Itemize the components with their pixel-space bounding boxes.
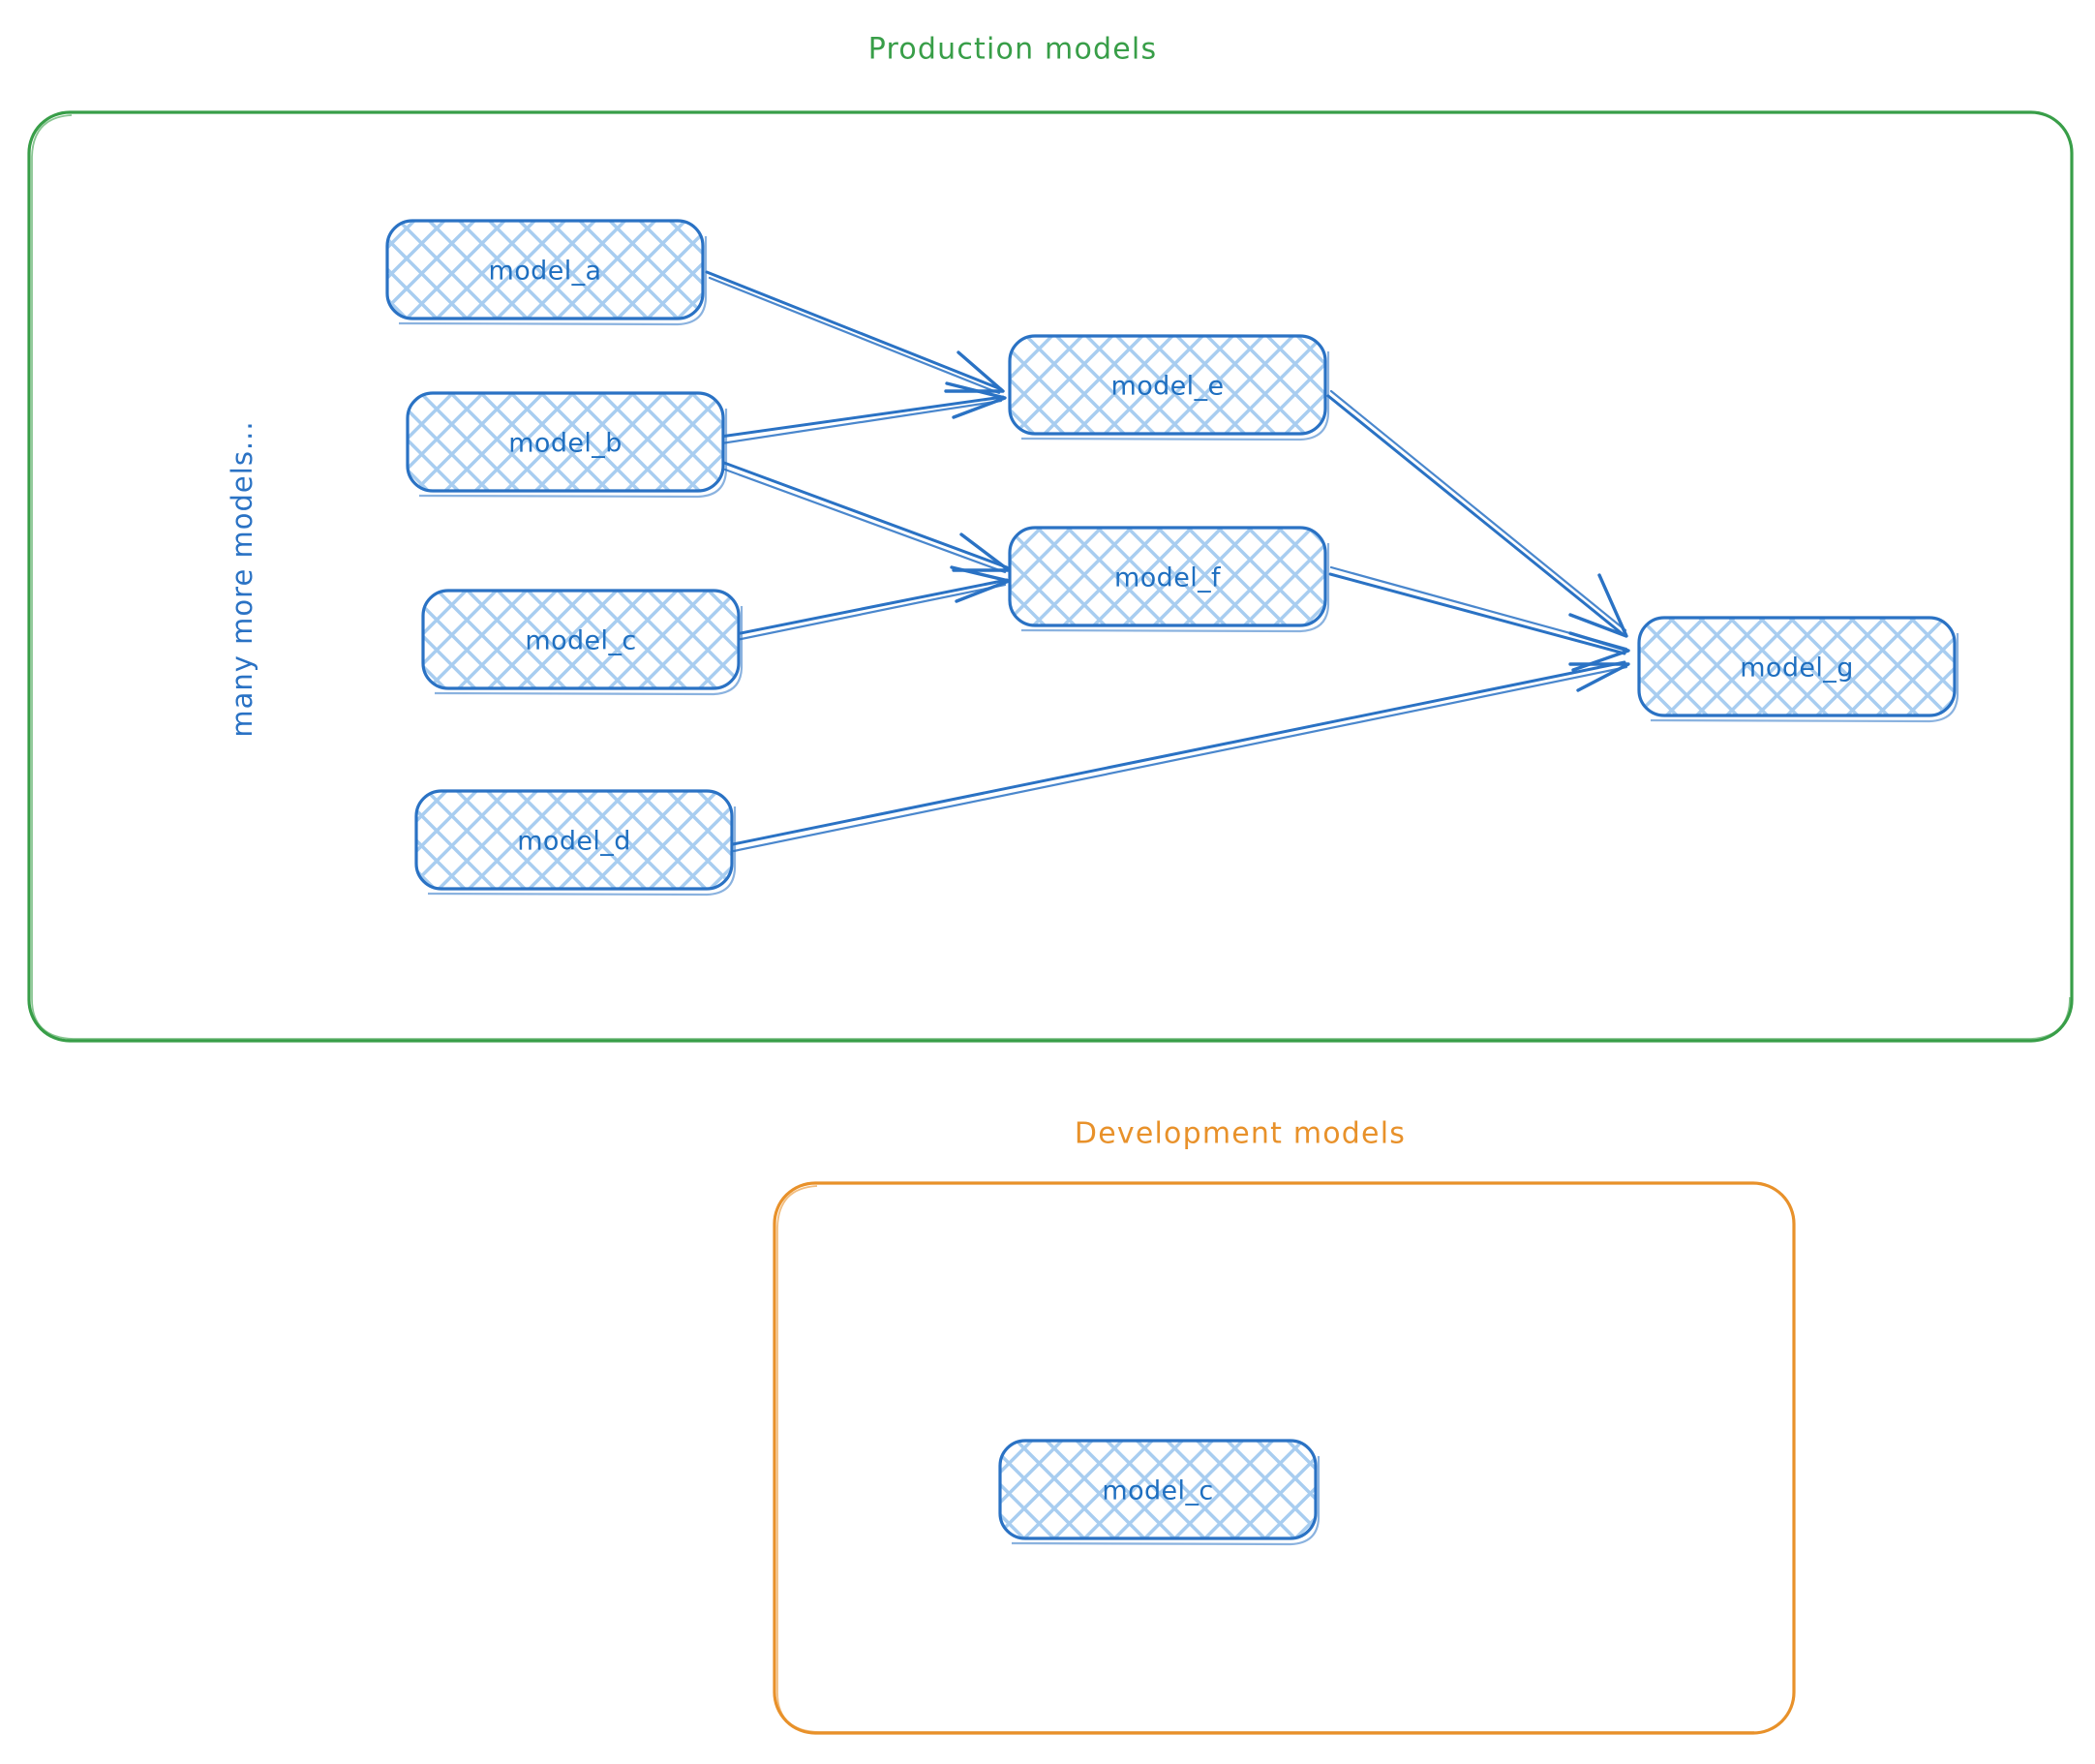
edge-model-b-to-model-e (718, 381, 1007, 445)
node-model-g[interactable]: model_g (1637, 616, 1959, 723)
node-model-c[interactable]: model_c (421, 589, 744, 696)
edge-model-a-to-model-e (705, 270, 1005, 395)
node-model-b[interactable]: model_b (406, 391, 728, 499)
node-dev-model-c[interactable]: model_c (998, 1439, 1321, 1546)
node-model-e-label: model_e (1111, 372, 1225, 402)
node-dev-model-c-label: model_c (1102, 1476, 1213, 1506)
node-model-f-label: model_f (1114, 563, 1222, 593)
edge-model-d-to-model-g (731, 660, 1630, 853)
development-group-border (773, 1181, 1796, 1735)
node-model-a[interactable]: model_a (385, 219, 708, 326)
edge-model-b-to-model-f (722, 461, 1011, 574)
edge-model-e-to-model-g (1326, 389, 1628, 638)
group-development: Development models (773, 1117, 1796, 1735)
production-group-border-sketch (31, 114, 2071, 1040)
group-production: Production models many more models... (27, 33, 2074, 1043)
production-group-title: Production models (868, 33, 1158, 67)
node-model-d[interactable]: model_d (414, 789, 737, 897)
edge-layer (705, 270, 1630, 853)
many-more-models-label: many more models... (226, 420, 258, 737)
development-group-title: Development models (1075, 1117, 1406, 1151)
edge-model-c-to-model-f (734, 565, 1011, 642)
node-model-d-label: model_d (517, 827, 631, 857)
node-model-g-label: model_g (1740, 654, 1854, 684)
development-group-border-sketch (776, 1185, 1754, 1733)
node-model-e[interactable]: model_e (1008, 334, 1330, 441)
node-model-a-label: model_a (489, 257, 602, 287)
production-group-border (27, 110, 2074, 1043)
node-model-c-label: model_c (525, 626, 636, 656)
node-model-f[interactable]: model_f (1008, 526, 1330, 633)
node-model-b-label: model_b (508, 429, 622, 459)
